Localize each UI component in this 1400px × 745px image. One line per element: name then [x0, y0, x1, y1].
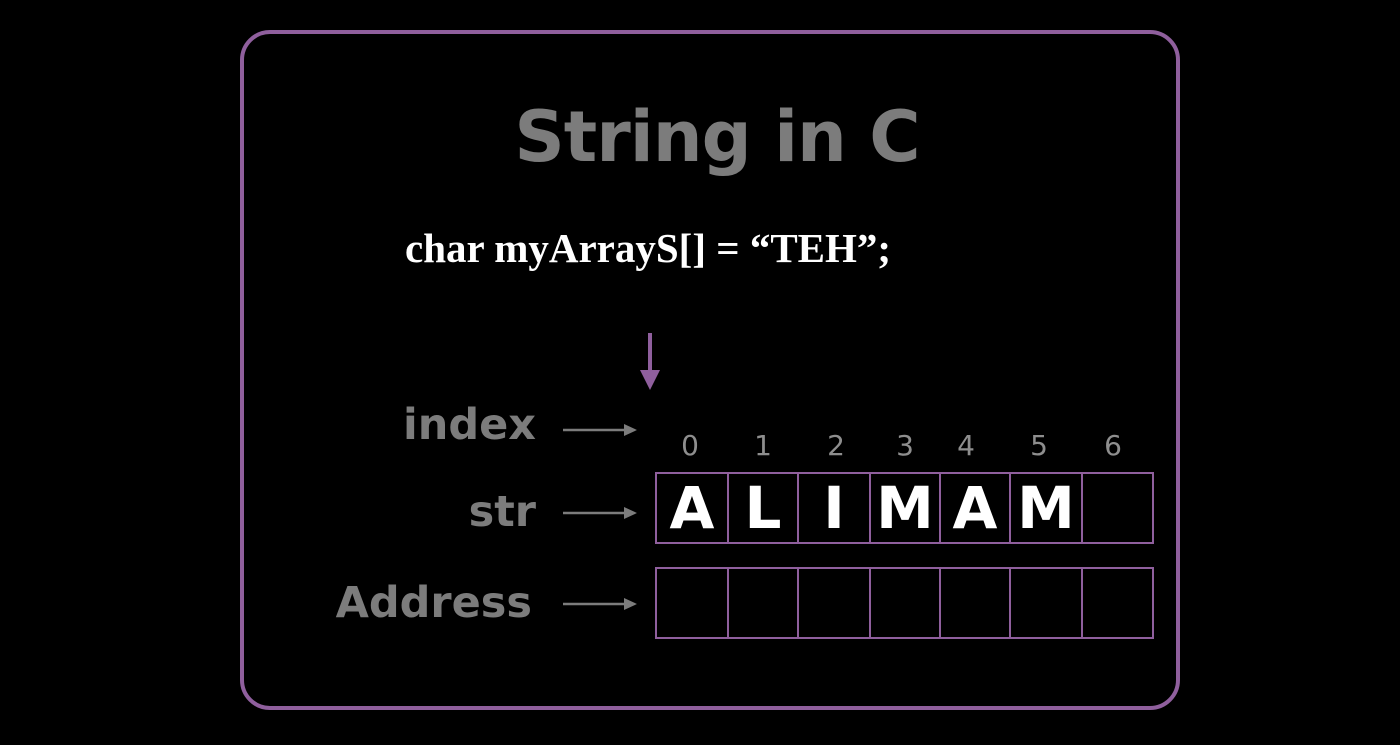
array-pointer-arrow: [640, 333, 660, 390]
str-cell: I: [799, 474, 871, 542]
str-row-arrow: [563, 507, 637, 519]
address-cell: [871, 569, 941, 637]
str-cell: L: [729, 474, 799, 542]
diagram-title: String in C: [514, 96, 920, 178]
index-number: 4: [957, 429, 975, 462]
address-array-cells: [655, 567, 1154, 639]
address-cell: [799, 569, 871, 637]
str-cell: A: [657, 474, 729, 542]
index-row-arrow: [563, 424, 637, 436]
str-cell: M: [1011, 474, 1083, 542]
address-cell: [1083, 569, 1152, 637]
str-cell: [1083, 474, 1152, 542]
address-cell: [729, 569, 799, 637]
address-cell: [657, 569, 729, 637]
address-cell: [941, 569, 1011, 637]
index-number: 0: [681, 429, 699, 462]
str-cell: M: [871, 474, 941, 542]
index-number: 6: [1104, 429, 1122, 462]
index-number: 2: [827, 429, 845, 462]
index-row-label: index: [402, 400, 536, 450]
address-row-arrow: [563, 598, 637, 610]
diagram-frame: [240, 30, 1180, 710]
index-number: 3: [896, 429, 914, 462]
address-row-label: Address: [335, 578, 532, 628]
address-cell: [1011, 569, 1083, 637]
index-number: 5: [1030, 429, 1048, 462]
index-number: 1: [754, 429, 772, 462]
str-cell: A: [941, 474, 1011, 542]
code-declaration: char myArrayS[] = “TEH”;: [405, 225, 892, 271]
str-row-label: str: [468, 487, 536, 537]
